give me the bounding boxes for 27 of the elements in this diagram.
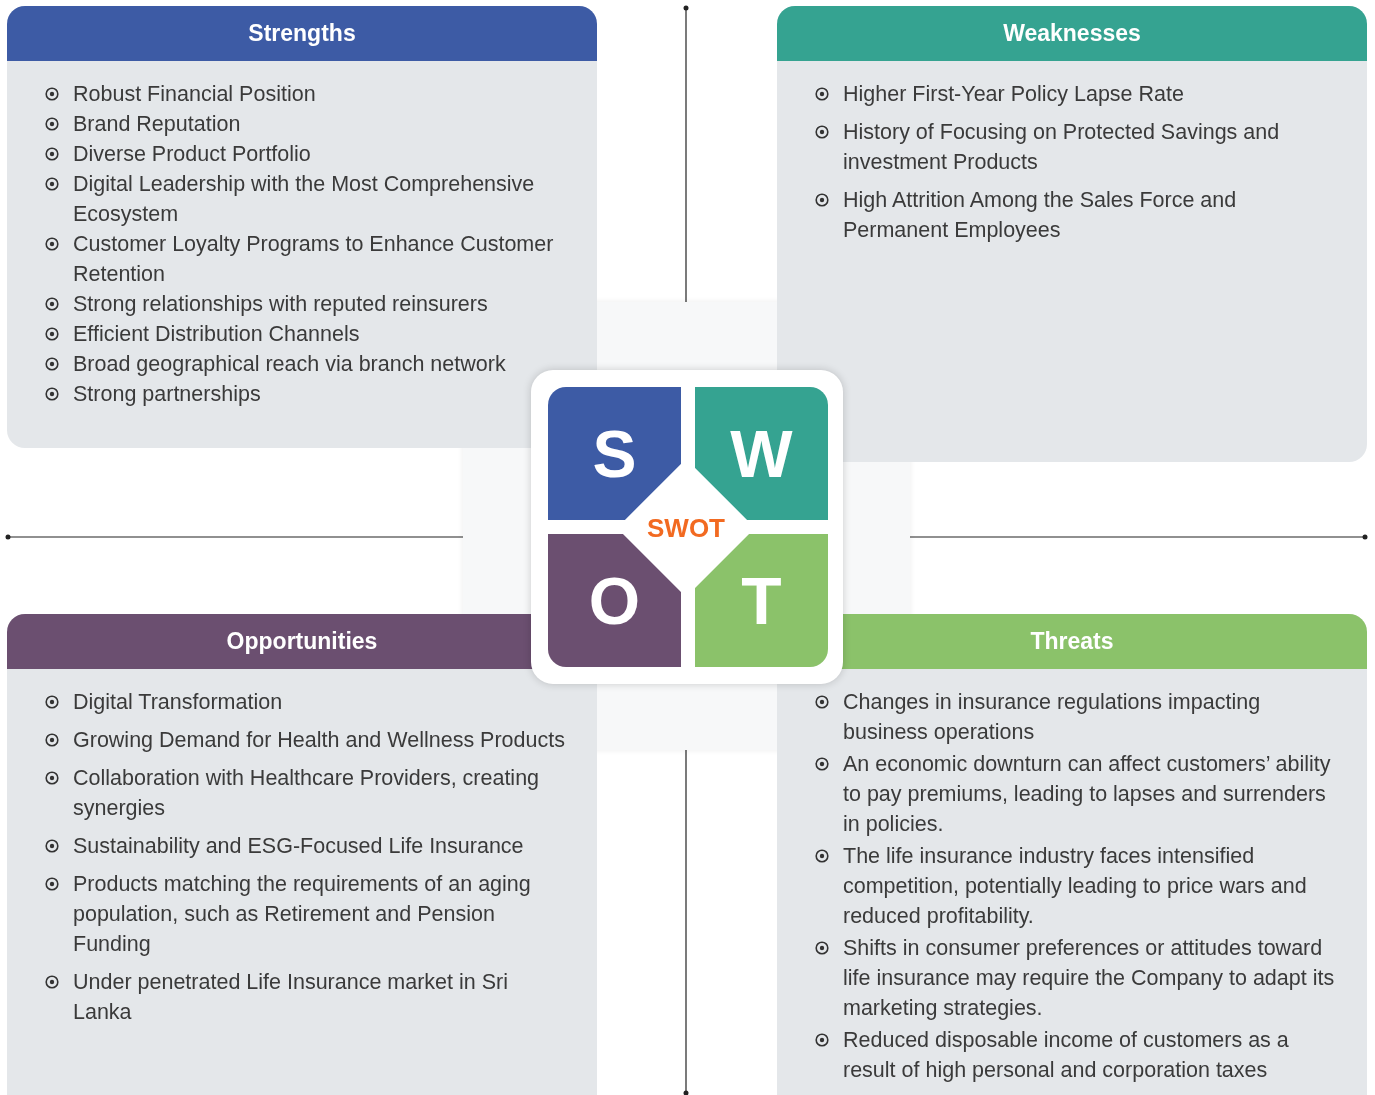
list-item: Diverse Product Portfolio	[73, 141, 311, 168]
list-item: History of Focusing on Protected Savings and investment Products	[843, 119, 1281, 176]
list-item: An economic downturn can affect customers’ ability to pay premiums, leading to lapses and surrenders in policies.	[843, 751, 1332, 838]
list-item: Sustainability and ESG-Focused Life Insurance	[73, 833, 524, 860]
list-item: High Attrition Among the Sales Force and Permanent Employees	[843, 187, 1238, 244]
letter-tile: S	[548, 387, 681, 520]
list-item: Customer Loyalty Programs to Enhance Customer Retention	[73, 231, 555, 288]
panel-header: Strengths	[7, 6, 597, 61]
list-item: Products matching the requirements of an aging population, such as Retirement and Pension Funding	[73, 871, 532, 958]
list-item: Efficient Distribution Channels	[73, 321, 360, 348]
list-item: Strong relationships with reputed reinsurers	[73, 291, 488, 318]
list-item: Robust Financial Position	[73, 81, 316, 108]
list-item: Changes in insurance regulations impacting business operations	[843, 689, 1262, 746]
letter-tile: W	[695, 387, 828, 520]
list-item: The life insurance industry faces intensified competition, potentially leading to price wars and reduced profitability.	[843, 843, 1308, 930]
panel-header: Weaknesses	[777, 6, 1367, 61]
list-item: Digital Transformation	[73, 689, 283, 716]
list-item: Reduced disposable income of customers as a result of high personal and corporation taxes	[843, 1027, 1290, 1084]
list-item: Higher First-Year Policy Lapse Rate	[843, 81, 1184, 108]
list-item: Strong partnerships	[73, 381, 261, 408]
list-item: Under penetrated Life Insurance market in Sri Lanka	[73, 969, 509, 1026]
list-item: Broad geographical reach via branch network	[73, 351, 506, 378]
list-item: Shifts in consumer preferences or attitudes toward life insurance may require the Company to adapt its marketing strategies.	[843, 935, 1336, 1022]
list-item: Collaboration with Healthcare Providers, creating synergies	[73, 765, 541, 822]
list-item: Digital Leadership with the Most Comprehensive Ecosystem	[73, 171, 536, 228]
list-item: Growing Demand for Health and Wellness Products	[73, 727, 565, 754]
list-item: Brand Reputation	[73, 111, 241, 138]
